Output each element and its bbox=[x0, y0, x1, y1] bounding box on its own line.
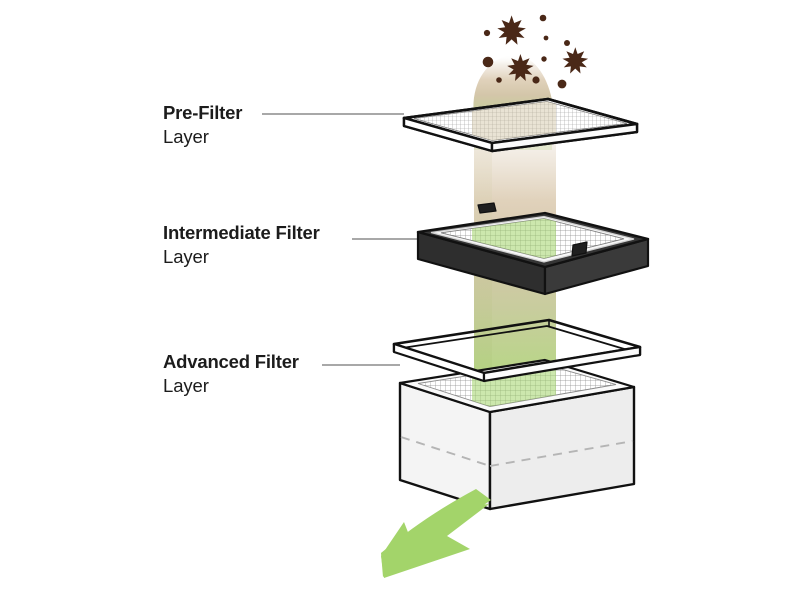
filter-handle-tabs bbox=[477, 202, 588, 257]
particle-spiky bbox=[497, 15, 589, 81]
label-advanced-filter-title: Advanced Filter bbox=[163, 351, 299, 372]
label-pre-filter: Pre-Filter Layer bbox=[163, 101, 242, 148]
label-advanced-filter: Advanced Filter Layer bbox=[163, 350, 299, 397]
housing-seam bbox=[400, 436, 634, 467]
label-pre-filter-subtitle: Layer bbox=[163, 125, 209, 147]
housing-rim bbox=[392, 318, 642, 383]
label-advanced-filter-subtitle: Layer bbox=[163, 374, 209, 396]
particle-cloud bbox=[482, 14, 589, 89]
label-intermediate-filter-title: Intermediate Filter bbox=[163, 222, 320, 243]
clean-air-arrow bbox=[381, 489, 491, 578]
label-pre-filter-title: Pre-Filter bbox=[163, 102, 243, 123]
layer-advanced-filter bbox=[392, 318, 642, 511]
label-intermediate-filter: Intermediate Filter Layer bbox=[163, 221, 320, 268]
layer-pre-filter bbox=[402, 97, 639, 153]
leader-lines bbox=[262, 112, 418, 367]
label-intermediate-filter-subtitle: Layer bbox=[163, 245, 209, 267]
particle-round bbox=[482, 14, 570, 89]
layer-intermediate-filter bbox=[416, 202, 650, 296]
